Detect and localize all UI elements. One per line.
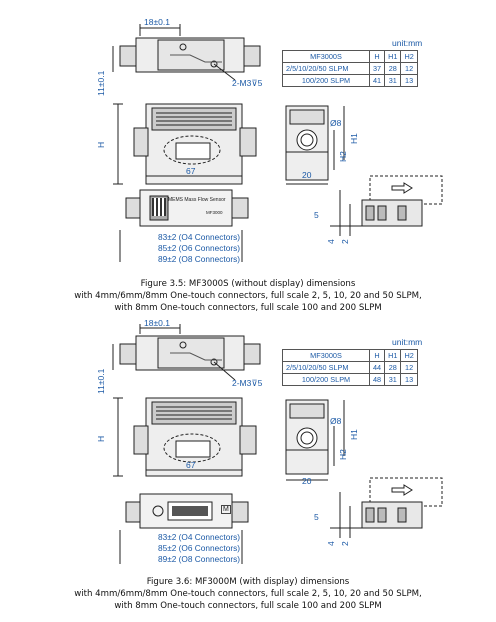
dim-screw: 2-M3⊽5 [232,78,263,88]
dim-5: 5 [314,512,319,522]
connector-o4: 83±2 (O4 Connectors) [157,532,240,542]
dim-h: H [96,141,106,148]
dim-length: 67 [186,166,196,176]
connector-o6: 85±2 (O6 Connectors) [157,543,240,553]
spec-table: MF3000S H H1 H2 2/5/10/20/50 SLPM 37 28 … [282,50,418,87]
dimension-drawing-1 [112,24,443,262]
table-cell: 28 [384,62,402,75]
figure-caption: Figure 3.5: MF3000S (without display) di… [0,278,496,314]
table-cell: 12 [400,361,418,374]
table-cell: 2/5/10/20/50 SLPM [282,361,370,374]
table-cell: 2/5/10/20/50 SLPM [282,62,370,75]
connector-o8: 89±2 (O8 Connectors) [157,554,240,564]
unit-label: unit:mm [392,337,423,347]
dim-length: 67 [186,460,196,470]
screw-depth: 5 [257,78,263,88]
connector-lengths: 83±2 (O4 Connectors) 85±2 (O6 Connectors… [136,532,240,565]
unit-label: unit:mm [392,38,423,48]
table-cell: 31 [384,373,402,386]
table-cell: 13 [400,74,418,87]
display-screen-icon [172,506,208,516]
table-header-cell: H [368,349,386,362]
dim-h1: H1 [349,133,359,144]
table-header-row: MF3000S H H1 H2 [282,50,418,63]
connector-o8: 89±2 (O8 Connectors) [157,254,240,264]
dim-h: H [96,435,106,442]
dim-h2: H2 [338,151,348,162]
dim-5: 5 [314,210,319,220]
dim-phi: Ø8 [330,416,342,426]
dim-2: 2 [340,239,350,244]
dim-h2: H2 [338,449,348,460]
dim-depth: 20 [302,476,312,486]
dim-top-width: 18±0.1 [144,17,170,27]
table-header-cell: H1 [384,50,402,63]
table-header-cell: H1 [384,349,402,362]
dim-2: 2 [340,541,350,546]
dim-phi: Ø8 [330,118,342,128]
screw-label: 2-M3 [232,378,252,388]
caption-title: Figure 3.6: MF3000M (with display) dimen… [146,577,350,587]
table-header-cell: H [368,50,386,63]
table-cell: 31 [384,74,402,87]
figure-caption: Figure 3.6: MF3000M (with display) dimen… [0,576,496,612]
dim-screw: 2-M3⊽5 [232,378,263,388]
table-cell: 100/200 SLPM [282,373,370,386]
qr-code-icon [152,198,166,216]
screw-label: 2-M3 [232,78,252,88]
dim-h1: H1 [349,429,359,440]
table-row: 2/5/10/20/50 SLPM 37 28 12 [282,62,418,75]
caption-line: with 4mm/6mm/8mm One-touch connectors, f… [74,291,422,301]
model-label: MF3000 [206,210,223,215]
connector-lengths: 83±2 (O4 Connectors) 85±2 (O6 Connectors… [136,232,240,265]
table-cell: 100/200 SLPM [282,74,370,87]
table-header-cell: H2 [400,50,418,63]
table-row: 100/200 SLPM 48 31 13 [282,373,418,386]
table-cell: 28 [384,361,402,374]
table-row: 100/200 SLPM 41 31 13 [282,74,418,87]
dim-depth: 20 [302,170,312,180]
dim-4: 4 [326,541,336,546]
caption-title: Figure 3.5: MF3000S (without display) di… [140,279,356,289]
display-button-label: M [221,505,231,514]
screw-depth: 5 [257,378,263,388]
table-cell: 37 [368,62,386,75]
table-cell: 48 [368,373,386,386]
connector-o6: 85±2 (O6 Connectors) [157,243,240,253]
dim-side-height: 11±0.1 [96,70,106,96]
table-cell: 12 [400,62,418,75]
table-header-cell: MF3000S [282,50,370,63]
table-header-row: MF3000S H H1 H2 [282,349,418,362]
dim-side-height: 11±0.1 [96,368,106,394]
table-cell: 13 [400,373,418,386]
caption-line: with 4mm/6mm/8mm One-touch connectors, f… [74,589,422,599]
device-label: MEMS Mass Flow Sensor [168,197,226,203]
table-row: 2/5/10/20/50 SLPM 44 28 12 [282,361,418,374]
spec-table: MF3000S H H1 H2 2/5/10/20/50 SLPM 44 28 … [282,349,418,386]
dim-top-width: 18±0.1 [144,318,170,328]
table-header-cell: MF3000S [282,349,370,362]
figure-mf3000s: unit:mm MF3000S H H1 H2 2/5/10/20/50 SLP… [0,17,496,314]
caption-line: with 8mm One-touch connectors, full scal… [114,601,382,611]
table-header-cell: H2 [400,349,418,362]
figure-mf3000m: unit:mm MF3000S H H1 H2 2/5/10/20/50 SLP… [0,316,496,622]
caption-line: with 8mm One-touch connectors, full scal… [114,303,382,313]
connector-o4: 83±2 (O4 Connectors) [157,232,240,242]
dim-4: 4 [326,239,336,244]
table-cell: 44 [368,361,386,374]
table-cell: 41 [368,74,386,87]
